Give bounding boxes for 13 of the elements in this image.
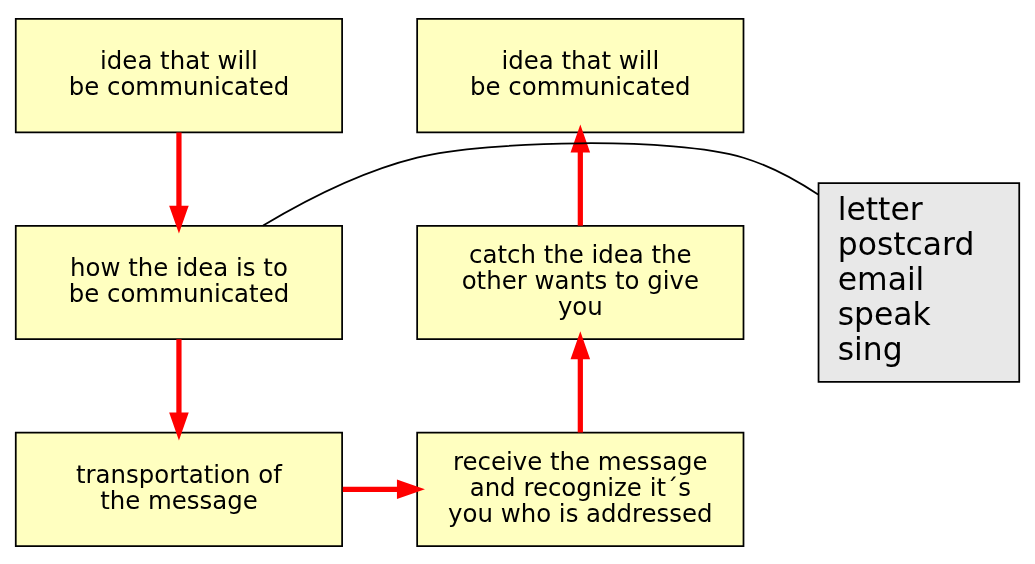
arrow (169, 131, 189, 234)
node-box: idea that will be communicated (14, 17, 343, 133)
arrow (342, 479, 425, 499)
arrow (570, 124, 591, 226)
arrow (169, 338, 189, 440)
connector (262, 141, 819, 226)
node-box: catch the idea the other wants to give you (416, 224, 745, 340)
node-box: receive the message and recognize it´s you who is addressed (416, 431, 745, 547)
node-box: how the idea is to be communicated (14, 224, 343, 340)
node-box: idea that will be communicated (416, 17, 745, 133)
node-box: transportation of the message (14, 431, 343, 547)
node-box: letter postcard email speak sing (817, 181, 1021, 383)
arrow (570, 330, 591, 432)
